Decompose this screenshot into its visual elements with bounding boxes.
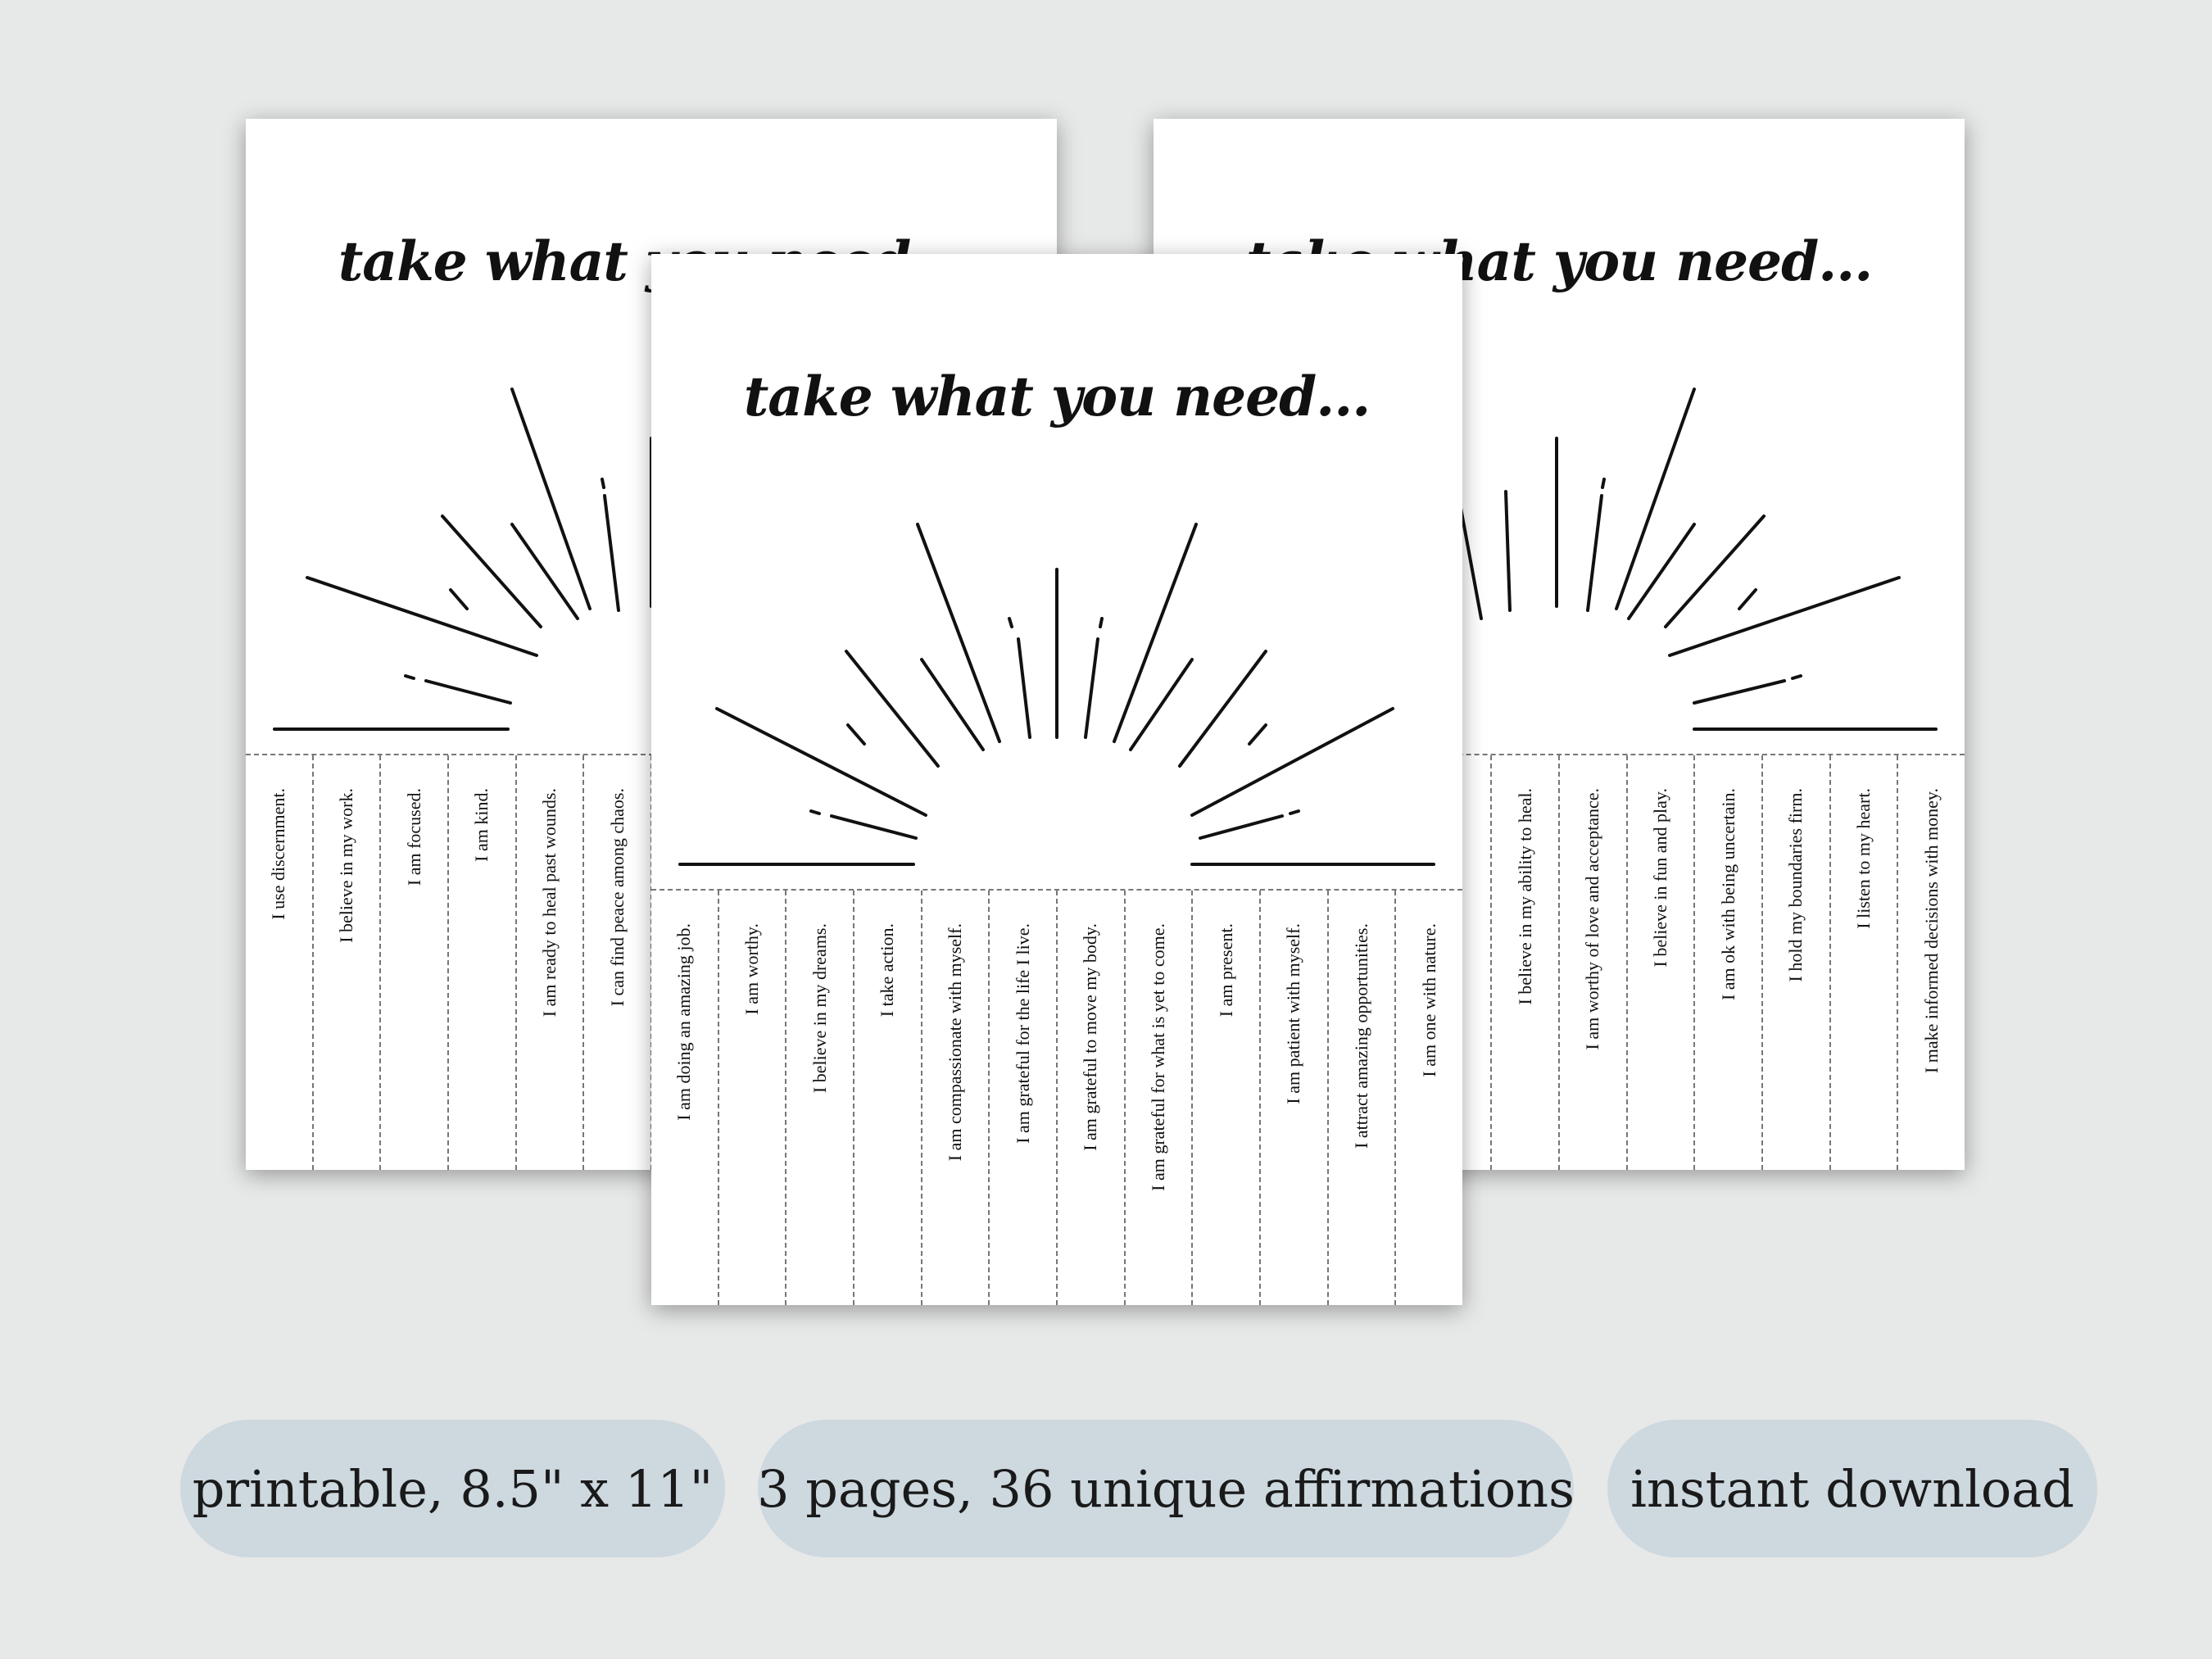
affirmation-text: I am kind.	[471, 788, 492, 862]
affirmation-text: I am patient with myself.	[1283, 923, 1304, 1104]
page-title: take what you need...	[743, 365, 1371, 428]
tear-off-strip[interactable]: I am focused.	[381, 755, 450, 1170]
tear-off-strip[interactable]: I am present.	[1193, 891, 1262, 1305]
tear-off-strip[interactable]: I am ready to heal past wounds.	[517, 755, 585, 1170]
affirmation-text: I believe in my ability to heal.	[1514, 788, 1535, 1005]
affirmation-text: I believe in my work.	[336, 788, 356, 943]
tear-off-strips: I am doing an amazing job. I am worthy. …	[651, 889, 1462, 1305]
tear-off-strip[interactable]: I attract amazing opportunities.	[1329, 891, 1397, 1305]
affirmation-text: I am compassionate with myself.	[945, 923, 966, 1162]
affirmation-text: I attract amazing opportunities.	[1351, 923, 1372, 1149]
tear-off-strip[interactable]: I am patient with myself.	[1261, 891, 1329, 1305]
tear-off-strip[interactable]: I listen to my heart.	[1831, 755, 1899, 1170]
badge-page-count: 3 pages, 36 unique affirmations	[757, 1420, 1575, 1557]
affirmation-text: I am worthy of love and acceptance.	[1582, 788, 1603, 1050]
affirmation-text: I am worthy.	[741, 923, 762, 1015]
affirmation-text: I am doing an amazing job.	[673, 923, 695, 1121]
affirmation-text: I make informed decisions with money.	[1920, 788, 1942, 1074]
tear-off-strip[interactable]: I am compassionate with myself.	[922, 891, 990, 1305]
tear-off-strip[interactable]: I believe in my ability to heal.	[1492, 755, 1561, 1170]
tear-off-strip[interactable]: I am ok with being uncertain.	[1695, 755, 1764, 1170]
affirmation-text: I am ready to heal past wounds.	[539, 788, 560, 1018]
affirmation-text: I am focused.	[403, 788, 424, 886]
affirmation-text: I believe in fun and play.	[1650, 788, 1671, 968]
affirmation-text: I am grateful for the life I live.	[1012, 923, 1033, 1144]
sunburst-illustration	[678, 523, 1435, 866]
affirmation-text: I am present.	[1215, 923, 1236, 1018]
badge-instant-download: instant download	[1607, 1420, 2097, 1557]
tear-off-strip[interactable]: I hold my boundaries firm.	[1763, 755, 1831, 1170]
affirmation-text: I listen to my heart.	[1853, 788, 1874, 929]
tear-off-strip[interactable]: I am worthy.	[719, 891, 787, 1305]
tear-off-strip[interactable]: I am one with nature.	[1396, 891, 1462, 1305]
printable-page-center: take what you need... I am doi	[651, 254, 1462, 1305]
tear-off-strip[interactable]: I am grateful for what is yet to come.	[1126, 891, 1194, 1305]
affirmation-text: I hold my boundaries firm.	[1785, 788, 1806, 982]
tear-off-strip[interactable]: I believe in my dreams.	[786, 891, 855, 1305]
affirmation-text: I use discernment.	[268, 788, 289, 920]
sunburst-illustration	[1459, 388, 1938, 731]
tear-off-strip[interactable]: I take action.	[854, 891, 922, 1305]
affirmation-text: I am one with nature.	[1418, 923, 1439, 1077]
affirmation-text: I can find peace among chaos.	[606, 788, 628, 1007]
tear-off-strip[interactable]: I am worthy of love and acceptance.	[1560, 755, 1628, 1170]
tear-off-strip[interactable]: I am doing an amazing job.	[651, 891, 719, 1305]
affirmation-text: I believe in my dreams.	[809, 923, 830, 1094]
affirmation-text: I am grateful for what is yet to come.	[1148, 923, 1169, 1191]
tear-off-strip[interactable]	[1425, 755, 1493, 1170]
tear-off-strip[interactable]: I am kind.	[449, 755, 517, 1170]
badge-printable-size: printable, 8.5" x 11"	[180, 1420, 725, 1557]
tear-off-strip[interactable]: I am grateful to move my body.	[1058, 891, 1126, 1305]
tear-off-strip[interactable]: I believe in fun and play.	[1628, 755, 1696, 1170]
tear-off-strip[interactable]: I use discernment.	[246, 755, 314, 1170]
tear-off-strip[interactable]: I make informed decisions with money.	[1898, 755, 1965, 1170]
tear-off-strip[interactable]: I can find peace among chaos.	[584, 755, 653, 1170]
tear-off-strip[interactable]: I believe in my work.	[314, 755, 382, 1170]
tear-off-strip[interactable]: I am grateful for the life I live.	[990, 891, 1058, 1305]
affirmation-text: I am grateful to move my body.	[1080, 923, 1101, 1151]
affirmation-text: I am ok with being uncertain.	[1717, 788, 1738, 1001]
affirmation-text: I take action.	[877, 923, 898, 1018]
